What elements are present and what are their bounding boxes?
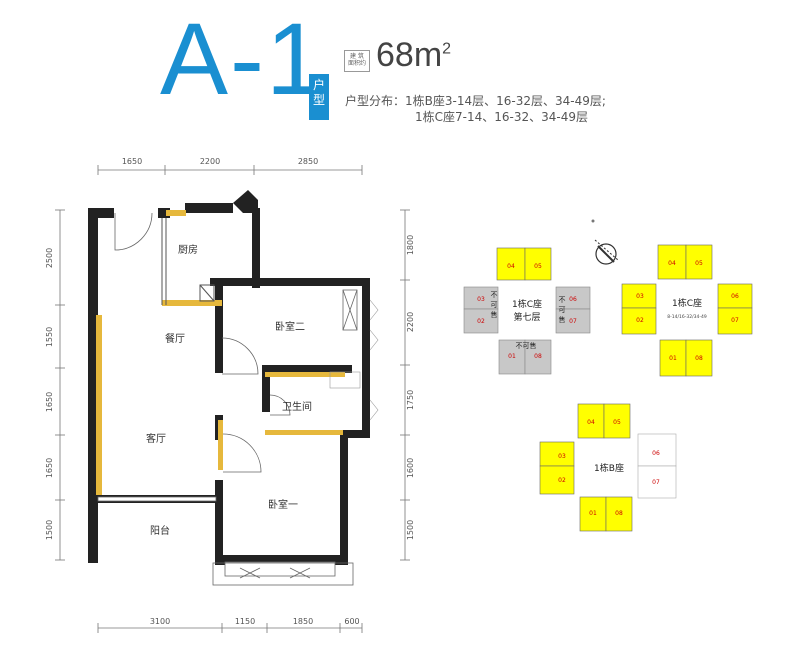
b-unit-07: 07 bbox=[652, 479, 660, 486]
b-unit-06: 06 bbox=[652, 450, 660, 457]
dim-lines-left bbox=[55, 209, 65, 561]
c-unit-02: 02 bbox=[636, 317, 644, 324]
dim-lines-bottom bbox=[97, 623, 363, 633]
area-unit-superscript: 2 bbox=[442, 40, 452, 58]
area-label-line-1: 建 筑 bbox=[350, 53, 364, 60]
b-unit-04: 04 bbox=[587, 419, 595, 426]
c7-unsold-bottom: 不可售 bbox=[516, 341, 537, 350]
c7-unit-02: 02 bbox=[477, 318, 485, 325]
c7-unsold-left-1: 不 bbox=[491, 291, 498, 299]
unit-title: A-1 bbox=[160, 2, 325, 116]
c-label: 1栋C座 bbox=[672, 297, 702, 309]
dim-right-3: 1750 bbox=[406, 390, 415, 410]
dim-left-1: 2500 bbox=[45, 248, 54, 268]
dim-top-2: 2200 bbox=[200, 157, 220, 166]
distribution-line-2: 1栋C座7-14、16-32、34-49层 bbox=[415, 110, 588, 124]
c-unit-06: 06 bbox=[731, 293, 739, 300]
c7-unit-01: 01 bbox=[508, 353, 516, 360]
dim-lines-right bbox=[400, 209, 410, 561]
c7-unsold-right-1: 不 bbox=[559, 296, 566, 304]
distribution-line-1: 户型分布：1栋B座3-14层、16-32层、34-49层; bbox=[345, 94, 606, 108]
area-number: 68m bbox=[376, 36, 443, 74]
c7-unsold-right-3: 售 bbox=[559, 315, 566, 324]
dim-right-1: 1800 bbox=[406, 235, 415, 255]
tag-line-1: 户 bbox=[312, 78, 325, 92]
c-unit-08: 08 bbox=[695, 355, 703, 362]
room-living: 客厅 bbox=[146, 432, 166, 445]
b-unit-05: 05 bbox=[613, 419, 621, 426]
keyplan-c: 04 05 03 02 06 07 01 08 1栋C座 8-14/16-32/… bbox=[621, 244, 753, 377]
doors bbox=[114, 212, 291, 473]
c-unit-07: 07 bbox=[731, 317, 739, 324]
room-bedroom2: 卧室二 bbox=[275, 320, 305, 333]
bay-window-right bbox=[329, 299, 379, 421]
compass-icon bbox=[591, 219, 619, 265]
c7-label-2: 第七层 bbox=[513, 311, 540, 323]
b-unit-02: 02 bbox=[558, 477, 566, 484]
c7-unit-08: 08 bbox=[534, 353, 542, 360]
c-floors: 8-14/16-32/34-49 bbox=[667, 314, 707, 320]
area-label: 建 筑 面积约 bbox=[344, 50, 370, 72]
dim-bottom-4: 600 bbox=[344, 617, 359, 626]
dim-left-3: 1650 bbox=[45, 392, 54, 412]
windows bbox=[97, 289, 358, 577]
dim-right-4: 1600 bbox=[406, 458, 415, 478]
dim-top-3: 2850 bbox=[298, 157, 318, 166]
c7-unit-07: 07 bbox=[569, 318, 577, 325]
dim-right-2: 2200 bbox=[406, 312, 415, 332]
keyplan-c7: 04 05 03 02 06 07 01 08 1栋C座 第七层 不 可 售 不… bbox=[463, 247, 591, 375]
c7-unsold-right-2: 可 bbox=[559, 306, 566, 314]
kitchen-partition bbox=[161, 218, 215, 305]
b-unit-08: 08 bbox=[615, 510, 623, 517]
unit-type-tag: 户 型 bbox=[309, 74, 329, 120]
dim-left-2: 1550 bbox=[45, 327, 54, 347]
dim-right-5: 1500 bbox=[406, 520, 415, 540]
dim-left-4: 1650 bbox=[45, 458, 54, 478]
room-balcony: 阳台 bbox=[150, 524, 170, 537]
b-unit-01: 01 bbox=[589, 510, 597, 517]
c-unit-05: 05 bbox=[695, 260, 703, 267]
dim-top-1: 1650 bbox=[122, 157, 142, 166]
area-label-line-2: 面积约 bbox=[347, 60, 366, 67]
dim-lines-top bbox=[97, 165, 363, 175]
c7-unit-05: 05 bbox=[534, 263, 542, 270]
b-label: 1栋B座 bbox=[594, 462, 624, 474]
area-value: 68m2 bbox=[376, 36, 451, 75]
c7-unsold-left-2: 可 bbox=[491, 301, 498, 309]
tag-line-2: 型 bbox=[312, 93, 325, 107]
c7-unsold-left-3: 售 bbox=[491, 310, 498, 319]
dim-bottom-2: 1150 bbox=[235, 617, 255, 626]
c7-unit-04: 04 bbox=[507, 263, 515, 270]
room-bathroom: 卫生间 bbox=[282, 400, 312, 413]
c-unit-04: 04 bbox=[668, 260, 676, 267]
accent-walls bbox=[96, 210, 345, 495]
c7-unit-06: 06 bbox=[569, 296, 577, 303]
room-bedroom1: 卧室一 bbox=[268, 498, 298, 511]
keyplan-b: 04 05 03 02 06 07 01 08 1栋B座 bbox=[539, 403, 677, 532]
c-unit-01: 01 bbox=[669, 355, 677, 362]
c-unit-03: 03 bbox=[636, 293, 644, 300]
dim-left-5: 1500 bbox=[45, 520, 54, 540]
b-unit-03: 03 bbox=[558, 453, 566, 460]
room-dining: 餐厅 bbox=[165, 332, 185, 345]
dim-bottom-1: 3100 bbox=[150, 617, 170, 626]
window-frame-bottom bbox=[212, 562, 354, 586]
c7-unit-03: 03 bbox=[477, 296, 485, 303]
dim-bottom-3: 1850 bbox=[293, 617, 313, 626]
c7-label-1: 1栋C座 bbox=[512, 298, 542, 310]
room-kitchen: 厨房 bbox=[178, 243, 198, 256]
